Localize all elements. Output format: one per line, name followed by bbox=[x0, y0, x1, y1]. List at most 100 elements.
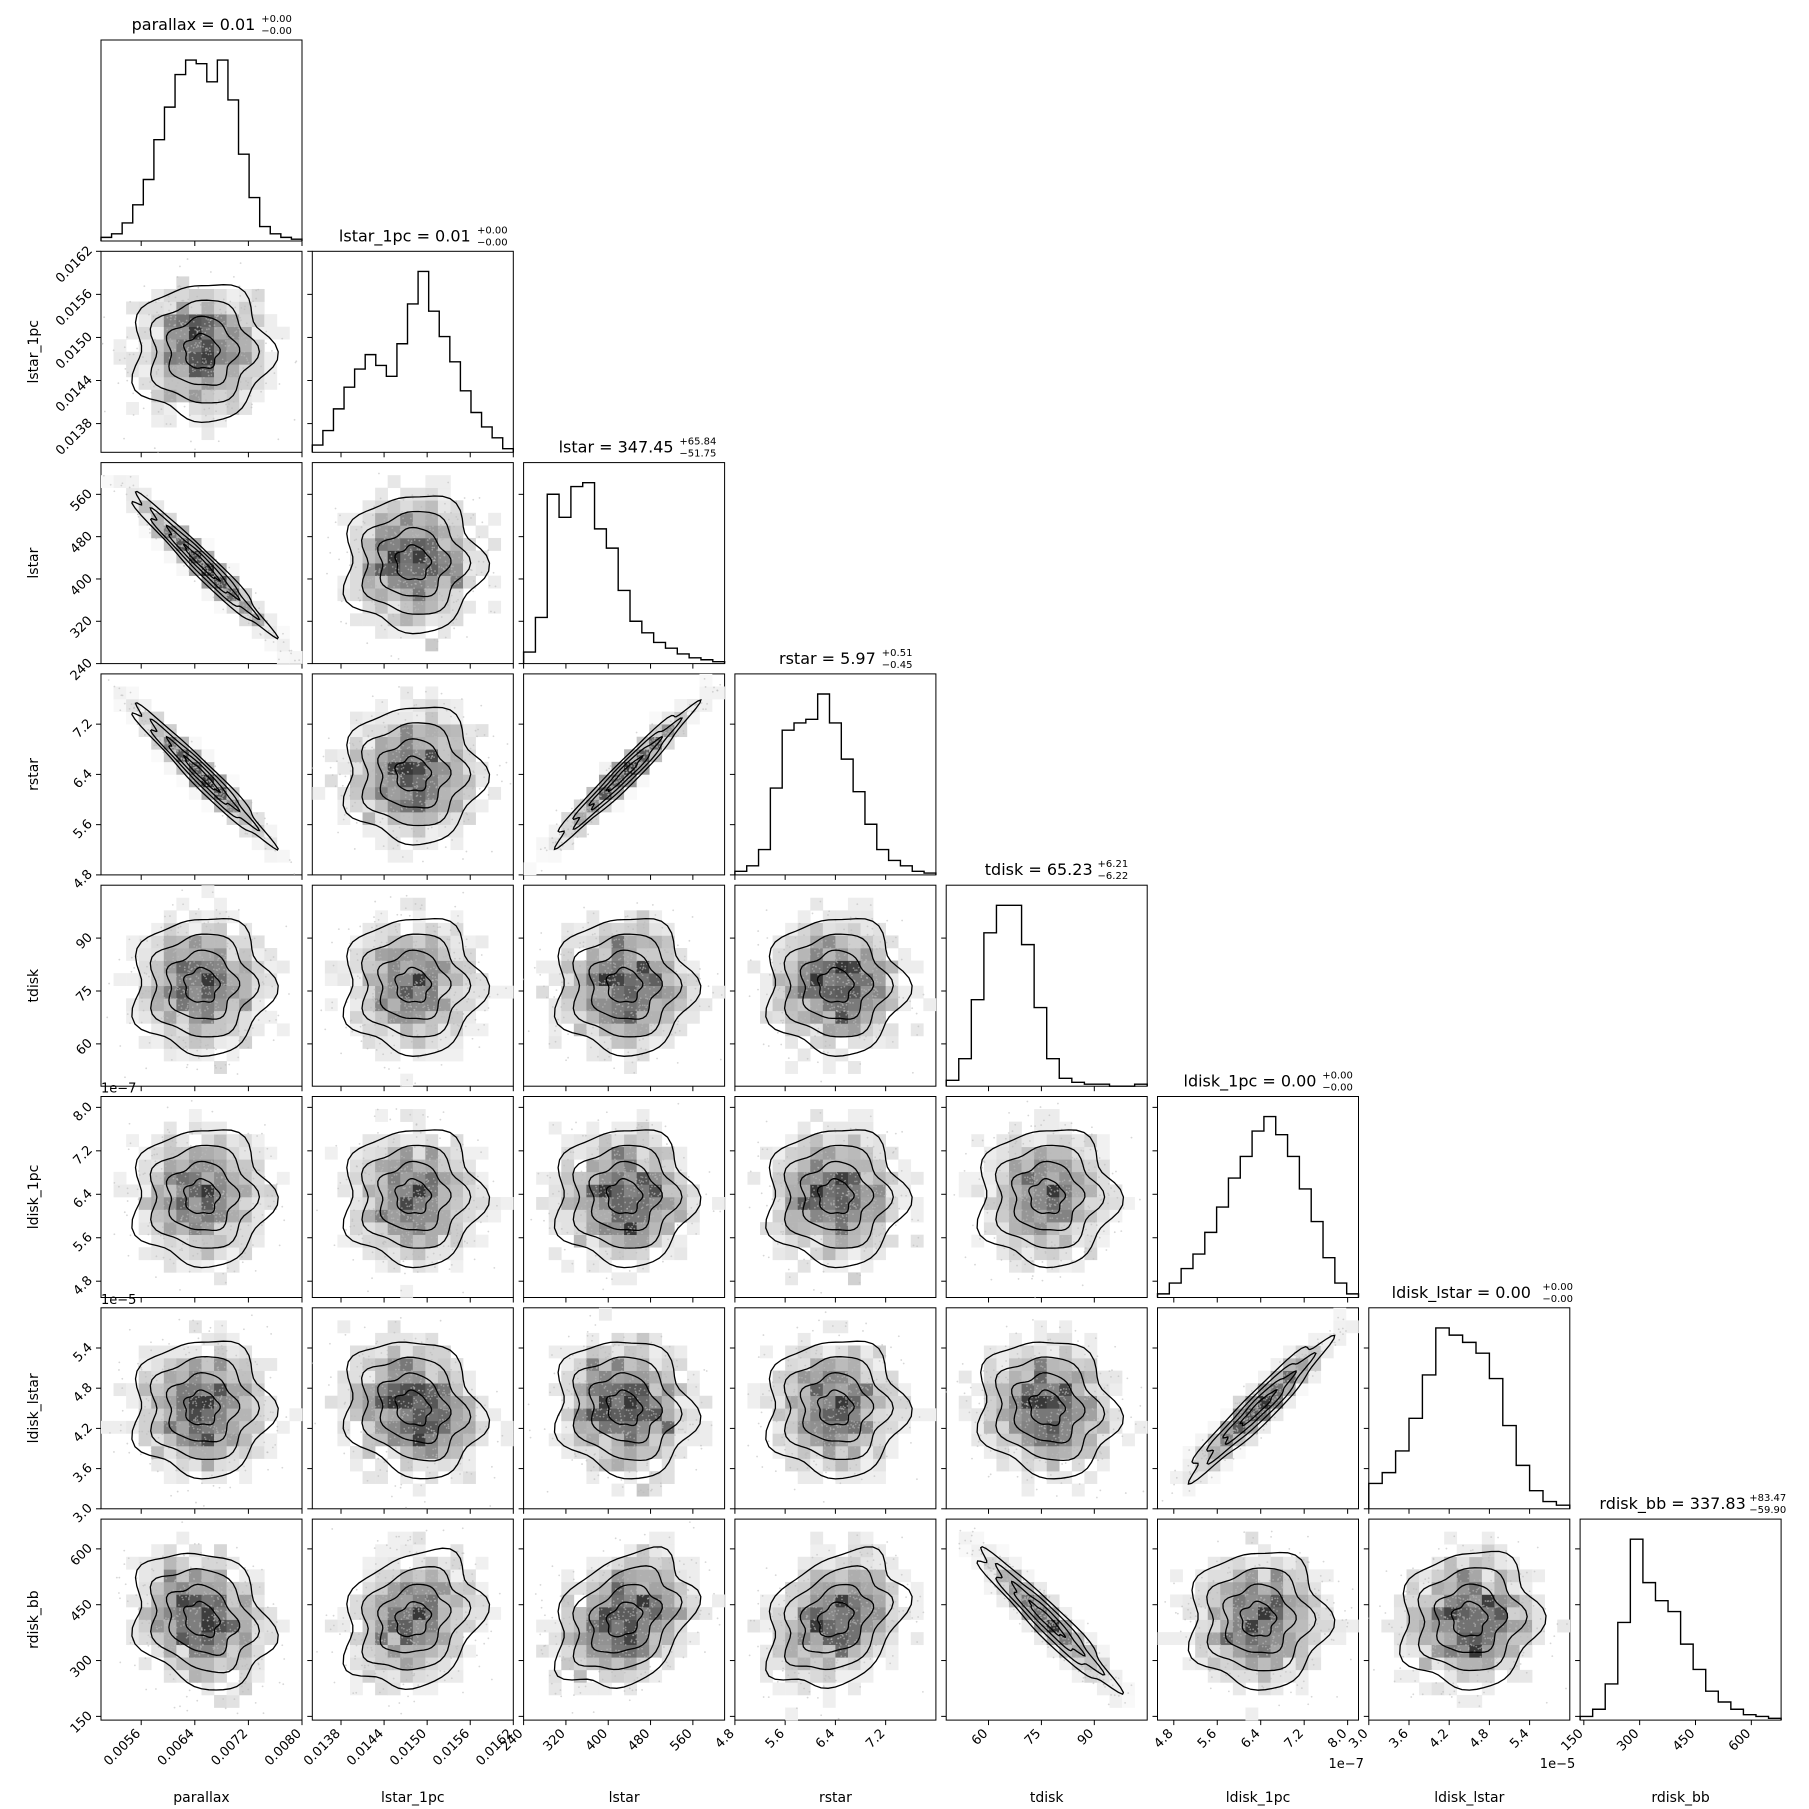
sample-point bbox=[164, 966, 167, 969]
density-cell bbox=[362, 749, 376, 763]
sample-point bbox=[439, 556, 442, 559]
sample-point bbox=[223, 956, 226, 959]
density-cell bbox=[151, 389, 165, 403]
density-cell bbox=[699, 686, 713, 700]
sample-point bbox=[630, 765, 633, 767]
sample-point bbox=[173, 348, 176, 351]
sample-point bbox=[389, 551, 392, 554]
sample-point bbox=[444, 789, 447, 792]
sample-point bbox=[444, 1036, 447, 1039]
sample-point bbox=[225, 989, 228, 992]
sample-point bbox=[278, 658, 280, 661]
sample-point bbox=[198, 329, 201, 332]
sample-point bbox=[633, 763, 636, 766]
sample-point bbox=[355, 747, 358, 750]
sample-point bbox=[360, 1040, 363, 1043]
density-cell bbox=[624, 998, 637, 1012]
sample-point bbox=[394, 786, 396, 788]
sample-point bbox=[157, 451, 159, 453]
sample-point bbox=[225, 403, 227, 406]
sample-point bbox=[293, 873, 296, 876]
sample-point bbox=[586, 807, 589, 809]
sample-point bbox=[429, 781, 432, 783]
sample-point bbox=[392, 830, 395, 832]
sample-point bbox=[144, 331, 146, 333]
sample-point bbox=[372, 762, 375, 765]
sample-point bbox=[119, 709, 122, 712]
sample-point bbox=[182, 758, 185, 760]
sample-point bbox=[402, 751, 405, 754]
density-cell bbox=[624, 1035, 637, 1049]
sample-point bbox=[226, 361, 229, 364]
sample-point bbox=[421, 545, 424, 548]
sample-point bbox=[643, 1009, 646, 1012]
sample-point bbox=[183, 536, 186, 539]
sample-point bbox=[192, 983, 195, 986]
density-cell bbox=[151, 301, 165, 315]
sample-point bbox=[425, 559, 428, 561]
sample-point bbox=[446, 576, 449, 578]
density-cell bbox=[387, 588, 401, 602]
sample-point bbox=[179, 925, 182, 928]
sample-point bbox=[240, 307, 243, 309]
sample-point bbox=[406, 585, 409, 588]
sample-point bbox=[218, 968, 221, 970]
sample-point bbox=[427, 797, 430, 800]
sample-point bbox=[236, 592, 239, 595]
sample-point bbox=[211, 572, 213, 575]
sample-point bbox=[214, 765, 217, 768]
density-cell bbox=[488, 537, 502, 551]
sample-point bbox=[451, 818, 454, 821]
density-cell bbox=[450, 600, 464, 614]
sample-point bbox=[415, 553, 418, 556]
sample-point bbox=[167, 991, 170, 993]
sample-point bbox=[457, 598, 459, 601]
sample-point bbox=[327, 536, 330, 539]
sample-point bbox=[420, 600, 423, 603]
sample-point bbox=[376, 575, 379, 578]
sample-point bbox=[150, 505, 153, 508]
sample-point bbox=[201, 775, 204, 778]
sample-point bbox=[638, 1006, 640, 1008]
sample-point bbox=[439, 526, 442, 528]
sample-point bbox=[340, 620, 342, 623]
sample-point bbox=[197, 763, 199, 766]
sample-point bbox=[264, 949, 267, 952]
sample-point bbox=[460, 734, 463, 737]
sample-point bbox=[645, 1027, 648, 1030]
sample-point bbox=[545, 849, 548, 852]
sample-point bbox=[371, 746, 374, 749]
sample-point bbox=[635, 967, 638, 970]
sample-point bbox=[395, 750, 398, 753]
sample-point bbox=[146, 965, 148, 968]
sample-point bbox=[193, 961, 196, 963]
sample-point bbox=[177, 391, 179, 394]
sample-point bbox=[603, 982, 606, 985]
sample-point bbox=[208, 324, 211, 327]
sample-point bbox=[638, 1001, 641, 1004]
sample-point bbox=[453, 706, 456, 709]
sample-point bbox=[264, 817, 266, 820]
sample-point bbox=[221, 573, 224, 576]
sample-point bbox=[438, 536, 440, 539]
density-lstar-vs-parallax bbox=[101, 474, 303, 664]
sample-point bbox=[230, 591, 232, 594]
sample-point bbox=[601, 973, 604, 976]
density-cell bbox=[412, 812, 426, 825]
density-cell bbox=[636, 1035, 650, 1049]
sample-point bbox=[160, 408, 163, 411]
density-cell bbox=[349, 613, 363, 627]
sample-point bbox=[199, 1041, 202, 1044]
sample-point bbox=[404, 550, 407, 553]
sample-point bbox=[212, 1012, 215, 1015]
sample-point bbox=[380, 931, 383, 933]
sample-point bbox=[663, 1010, 666, 1013]
sample-point bbox=[153, 385, 155, 388]
density-cell bbox=[324, 749, 338, 763]
sample-point bbox=[445, 566, 448, 569]
sample-point bbox=[378, 571, 381, 574]
sample-point bbox=[404, 580, 407, 583]
sample-point bbox=[224, 595, 227, 598]
sample-point bbox=[354, 761, 357, 764]
sample-point bbox=[614, 795, 617, 798]
